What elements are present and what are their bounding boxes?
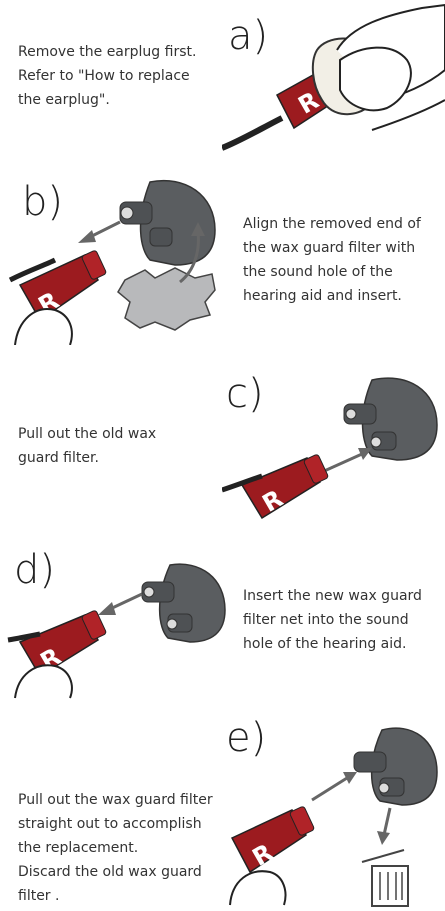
- finger-illustration: [230, 871, 285, 905]
- earplug-removal-illustration: R: [222, 0, 445, 160]
- arrow-icon: [98, 594, 142, 615]
- finger-illustration: [15, 309, 72, 345]
- step-b: b) R Align the removed end of the wa: [0, 160, 445, 350]
- arrow-icon: [78, 222, 120, 243]
- receiver-illustration: R: [232, 806, 315, 872]
- hearing-aid-illustration: [142, 564, 225, 642]
- trash-can-icon: [362, 850, 408, 906]
- arrow-icon: [322, 448, 372, 472]
- step-e-text: Pull out the wax guard filter straight o…: [18, 788, 228, 908]
- step-b-text: Align the removed end of the wax guard f…: [243, 212, 443, 308]
- insert-filter-illustration: R: [0, 560, 230, 700]
- step-a-text: Remove the earplug first. Refer to "How …: [18, 40, 218, 112]
- step-a: Remove the earplug first. Refer to "How …: [0, 0, 445, 160]
- step-c: Pull out the old wax guard filter. c) R: [0, 350, 445, 520]
- step-c-text: Pull out the old wax guard filter.: [18, 422, 218, 470]
- receiver-illustration: R: [20, 250, 107, 320]
- step-d: d) R Insert the new wax guard filter net…: [0, 520, 445, 700]
- discard-filter-illustration: R: [222, 700, 445, 911]
- finger-illustration: [15, 665, 72, 698]
- arrow-icon: [312, 772, 357, 800]
- receiver-illustration: R: [20, 610, 107, 676]
- pull-out-filter-illustration: R: [222, 350, 445, 520]
- hearing-aid-illustration: [120, 181, 215, 265]
- step-e: Pull out the wax guard filter straight o…: [0, 700, 445, 911]
- receiver-illustration: R: [242, 454, 329, 518]
- hearing-aid-illustration: [354, 728, 437, 805]
- step-d-text: Insert the new wax guard filter net into…: [243, 584, 443, 656]
- wax-guard-align-illustration: R: [0, 170, 235, 345]
- arrow-icon: [377, 808, 390, 845]
- hearing-aid-illustration: [344, 378, 437, 460]
